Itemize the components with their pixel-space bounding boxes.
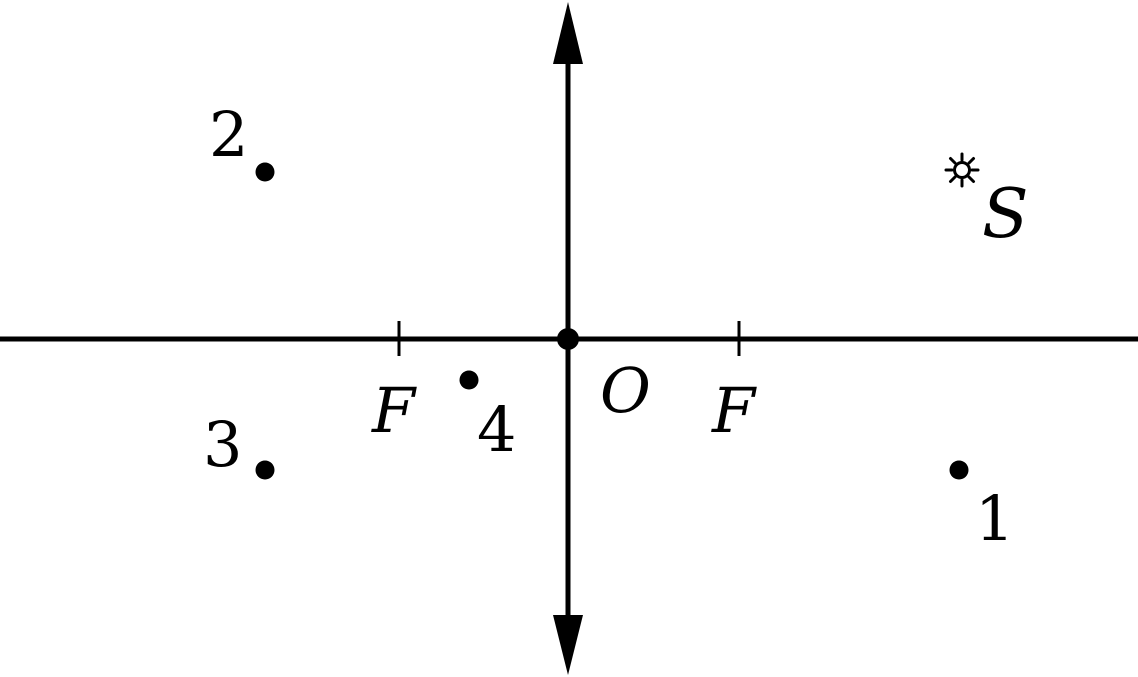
point-4 [459,370,479,390]
point-2-label: 2 [209,98,248,171]
center-label: O [600,354,651,427]
lens-arrow-top-icon [553,2,583,64]
focus-right-label: F [711,374,757,447]
point-4-label: 4 [477,393,516,466]
point-1 [949,460,969,480]
lens-arrow-bottom-icon [553,615,583,675]
point-2 [255,162,275,182]
sun-icon [944,152,980,188]
point-3-label: 3 [203,408,242,481]
point-3 [255,460,275,480]
point-1-label: 1 [975,482,1014,555]
focus-left-label: F [371,374,417,447]
converging-lens [553,2,583,675]
optical-center-point [557,328,579,350]
source-label: S [982,175,1029,254]
